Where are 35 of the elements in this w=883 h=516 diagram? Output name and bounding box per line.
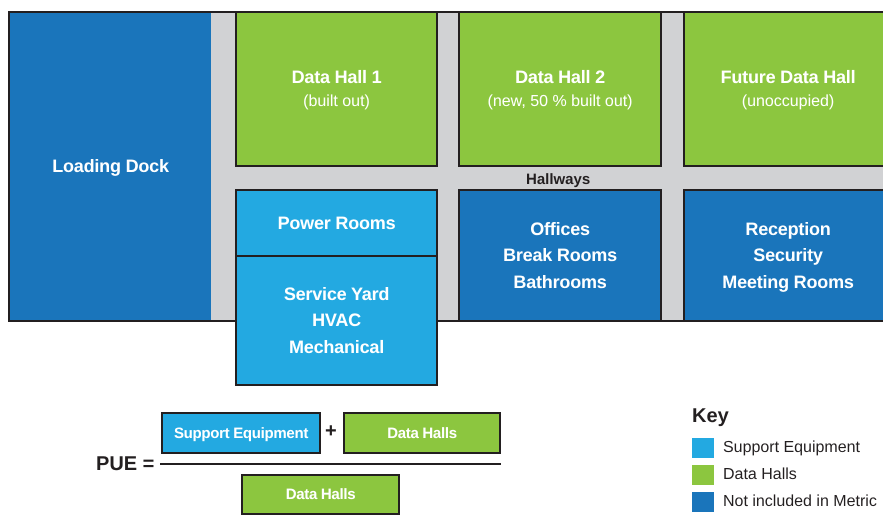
room-note: (new, 50 % built out) xyxy=(488,92,632,112)
loading-dock-room xyxy=(8,11,213,322)
room-label: Hallways xyxy=(526,171,590,188)
service-yard-room xyxy=(235,255,438,386)
room-name: Reception xyxy=(744,218,832,242)
room-note: (built out) xyxy=(303,92,370,112)
room-name: Mechanical xyxy=(288,336,386,359)
plus-sign: + xyxy=(325,420,337,443)
legend-text: Not included in Metric xyxy=(723,493,877,511)
data-hall-room xyxy=(683,11,883,167)
room-name: Power Rooms xyxy=(276,212,396,235)
room-name: Future Data Hall xyxy=(720,66,856,90)
data-hall-room xyxy=(458,11,662,167)
legend-text: Data Halls xyxy=(723,466,797,484)
room-name: Service Yard xyxy=(282,283,390,306)
room-note: (unoccupied) xyxy=(742,92,834,112)
formula-term: Support Equipment xyxy=(161,412,321,454)
room-name: Meeting Rooms xyxy=(721,270,855,294)
data-hall-room xyxy=(235,11,438,167)
room-name: Security xyxy=(752,244,824,268)
legend-text: Support Equipment xyxy=(723,439,860,457)
legend-title: Key xyxy=(692,405,729,428)
room-name: HVAC xyxy=(311,309,362,332)
reception-room xyxy=(683,189,883,322)
room-name: Data Hall 1 xyxy=(290,66,382,90)
office-room xyxy=(458,189,662,322)
formula-label: PUE = xyxy=(96,453,154,476)
power-room xyxy=(235,189,438,257)
room-name: Offices xyxy=(529,218,591,242)
room-name: Loading Dock xyxy=(51,155,170,178)
room-name: Data Hall 2 xyxy=(514,66,606,90)
room-name: Bathrooms xyxy=(512,270,608,294)
room-name: Break Rooms xyxy=(502,244,618,268)
formula-term: Data Halls xyxy=(343,412,501,454)
formula-term: Data Halls xyxy=(241,474,400,515)
